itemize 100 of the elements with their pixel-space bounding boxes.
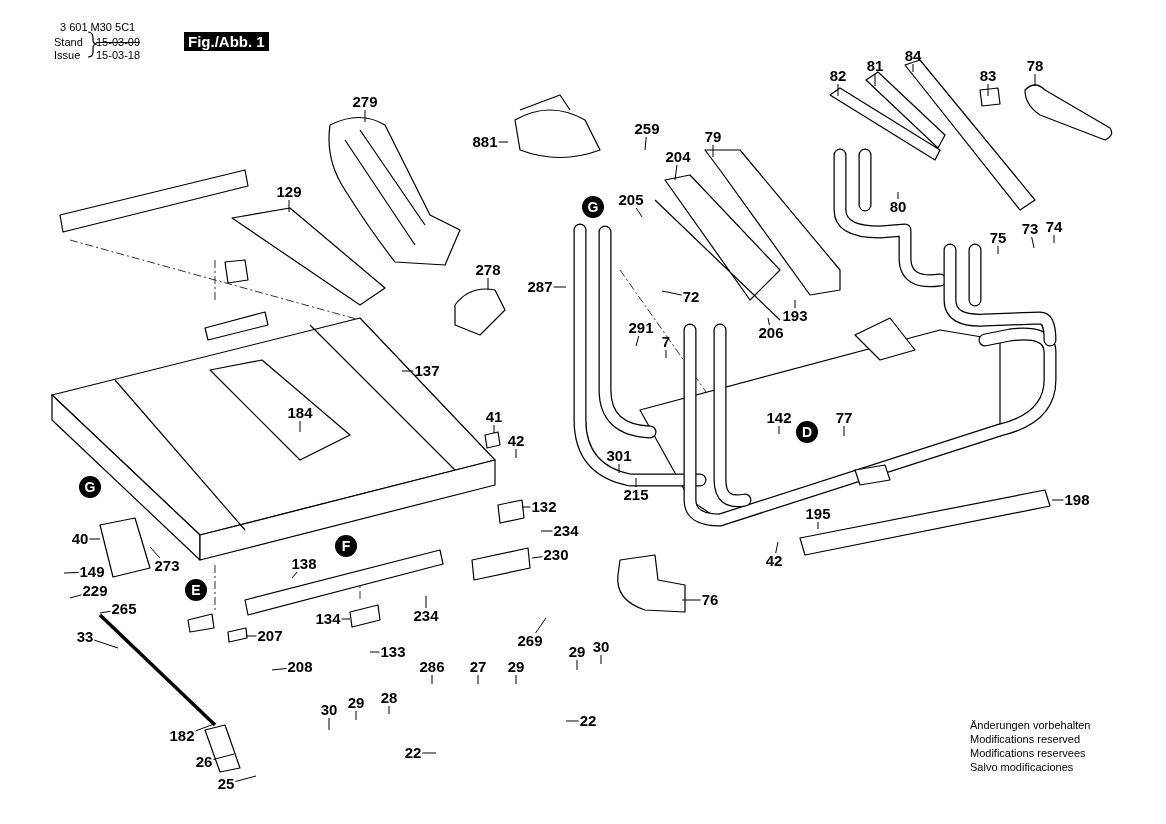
- reference-letter-badge: G: [79, 476, 101, 498]
- callout-number: 30: [319, 702, 339, 718]
- callout-number: 229: [81, 583, 109, 599]
- leader-line: [93, 639, 119, 649]
- figure-label: Fig./Abb. 1: [184, 32, 269, 51]
- reference-letter-badge: F: [335, 535, 357, 557]
- callout-number: 28: [379, 690, 399, 706]
- callout-number: 208: [286, 659, 314, 675]
- callout-number: 83: [978, 68, 998, 84]
- callout-number: 41: [484, 409, 504, 425]
- callout-number: 137: [413, 363, 441, 379]
- callout-number: 29: [506, 659, 526, 675]
- callout-number: 286: [418, 659, 446, 675]
- leader-line: [431, 674, 433, 685]
- callout-number: 25: [216, 776, 236, 792]
- note-text: Modifications reservees: [970, 747, 1086, 760]
- callout-number: 184: [286, 405, 314, 421]
- callout-number: 76: [700, 592, 720, 608]
- callout-number: 301: [605, 448, 633, 464]
- callout-number: 265: [110, 601, 138, 617]
- leader-line: [553, 286, 567, 288]
- leader-line: [635, 335, 640, 347]
- callout-number: 204: [664, 149, 692, 165]
- leader-line: [212, 753, 235, 760]
- leader-line: [565, 720, 580, 722]
- callout-number: 269: [516, 633, 544, 649]
- callout-number: 26: [194, 754, 214, 770]
- callout-number: 207: [256, 628, 284, 644]
- leader-line: [665, 349, 667, 359]
- callout-number: 205: [617, 192, 645, 208]
- note-text: 3 601 M30 5C1: [60, 21, 136, 34]
- leader-line: [328, 717, 330, 731]
- callout-number: 7: [660, 334, 672, 350]
- leader-line: [195, 723, 215, 732]
- callout-number: 42: [506, 433, 526, 449]
- leader-line: [88, 538, 101, 540]
- callout-number: 234: [412, 608, 440, 624]
- callout-number: 182: [168, 728, 196, 744]
- callout-number: 73: [1020, 221, 1040, 237]
- leader-line: [661, 290, 683, 296]
- callout-number: 273: [153, 558, 181, 574]
- callout-number: 215: [622, 487, 650, 503]
- leader-line: [1053, 234, 1055, 244]
- callout-number: 881: [471, 134, 499, 150]
- callout-number: 29: [346, 695, 366, 711]
- leader-line: [987, 83, 989, 97]
- callout-number: 81: [865, 58, 885, 74]
- callout-number: 78: [1025, 58, 1045, 74]
- leader-line: [635, 207, 643, 218]
- leader-line: [421, 752, 437, 754]
- callout-number: 129: [275, 184, 303, 200]
- struck-date: 15-03-09: [96, 36, 141, 49]
- callout-number: 149: [78, 564, 106, 580]
- leader-line: [767, 317, 770, 326]
- callout-number: 195: [804, 506, 832, 522]
- callout-number: 291: [627, 320, 655, 336]
- note-text: Issue: [54, 49, 81, 62]
- leader-line: [874, 73, 876, 87]
- leader-line: [271, 667, 287, 671]
- callout-number: 33: [75, 629, 95, 645]
- callout-number: 22: [403, 745, 423, 761]
- leader-line: [997, 245, 999, 255]
- callout-number: 27: [468, 659, 488, 675]
- callout-number: 193: [781, 308, 809, 324]
- callout-number: 22: [578, 713, 598, 729]
- callout-number: 279: [351, 94, 379, 110]
- leader-line: [535, 617, 547, 634]
- leader-line: [681, 599, 702, 601]
- leader-line: [618, 463, 620, 474]
- callout-number: 230: [542, 547, 570, 563]
- leader-line: [912, 63, 914, 73]
- callout-number: 29: [567, 644, 587, 660]
- callout-number: 259: [633, 121, 661, 137]
- leader-line: [401, 370, 414, 372]
- leader-line: [712, 144, 714, 158]
- leader-line: [1031, 236, 1035, 249]
- leader-line: [355, 710, 357, 721]
- leader-line: [341, 618, 351, 620]
- leader-line: [288, 199, 290, 213]
- leader-line: [493, 424, 495, 434]
- callout-number: 198: [1063, 492, 1091, 508]
- leader-line: [477, 674, 479, 685]
- leader-line: [369, 651, 380, 653]
- callout-number: 80: [888, 199, 908, 215]
- callout-number: 132: [530, 499, 558, 515]
- callout-number: 42: [764, 553, 784, 569]
- callout-number: 40: [70, 531, 90, 547]
- leader-line: [291, 571, 298, 579]
- leader-line: [521, 506, 531, 508]
- leader-line: [487, 277, 489, 291]
- leader-line: [515, 674, 517, 685]
- leader-line: [498, 141, 509, 143]
- callout-number: 133: [379, 644, 407, 660]
- leader-line: [837, 83, 839, 97]
- note-text: 15-03-18: [96, 49, 141, 62]
- leader-line: [674, 164, 678, 181]
- leader-line: [299, 420, 301, 433]
- leader-line: [1051, 499, 1064, 501]
- leader-line: [245, 635, 257, 637]
- leader-line: [897, 191, 899, 200]
